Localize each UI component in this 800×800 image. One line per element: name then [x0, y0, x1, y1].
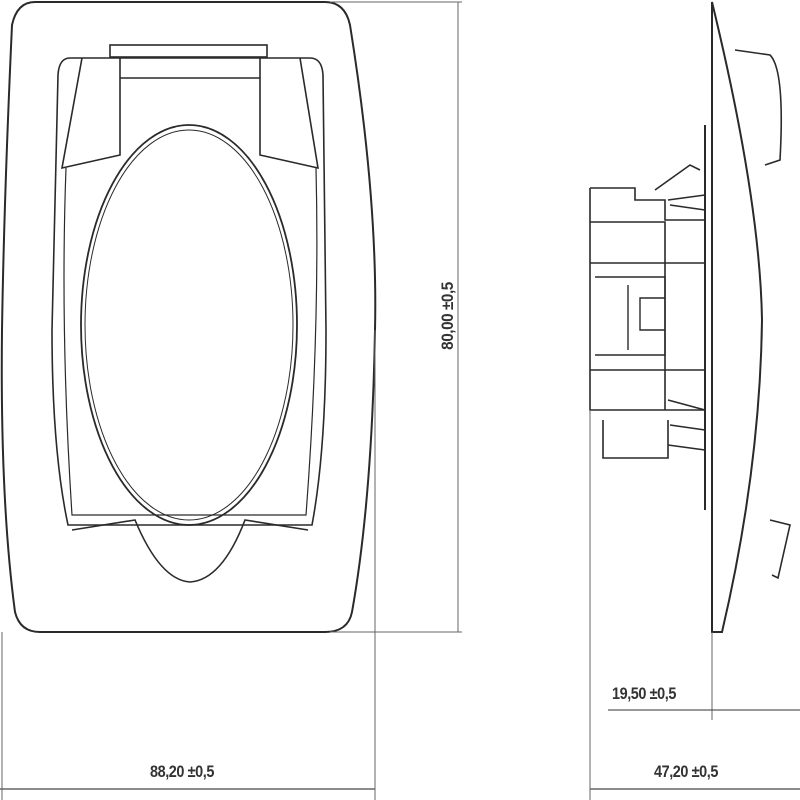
width-dimension-label: 88,20 ±0,5 — [150, 762, 214, 781]
side-plate — [711, 1, 764, 633]
lid-window — [80, 124, 298, 526]
front-view — [0, 0, 377, 633]
lid-profile-bottom — [769, 519, 791, 580]
lid-window-inner — [84, 129, 294, 521]
outer-plate — [0, 0, 377, 633]
socket-pin — [595, 276, 666, 356]
depth-total-dimension-label: 47,20 ±0,5 — [654, 762, 718, 781]
clip-top — [654, 164, 706, 211]
lid-tab — [71, 519, 309, 583]
inner-frame — [51, 57, 327, 526]
height-dimension-label: 80,00 ±0,5 — [438, 282, 457, 350]
socket-foot — [602, 420, 669, 459]
lid-profile — [734, 49, 783, 166]
socket-body — [589, 187, 705, 411]
lid-top — [60, 57, 319, 170]
hinge — [109, 44, 268, 58]
depth-plate-dimension-label: 19,50 ±0,5 — [612, 684, 676, 703]
clip-bottom — [667, 399, 706, 451]
side-view — [589, 1, 791, 633]
frame-inner-line — [63, 167, 318, 516]
